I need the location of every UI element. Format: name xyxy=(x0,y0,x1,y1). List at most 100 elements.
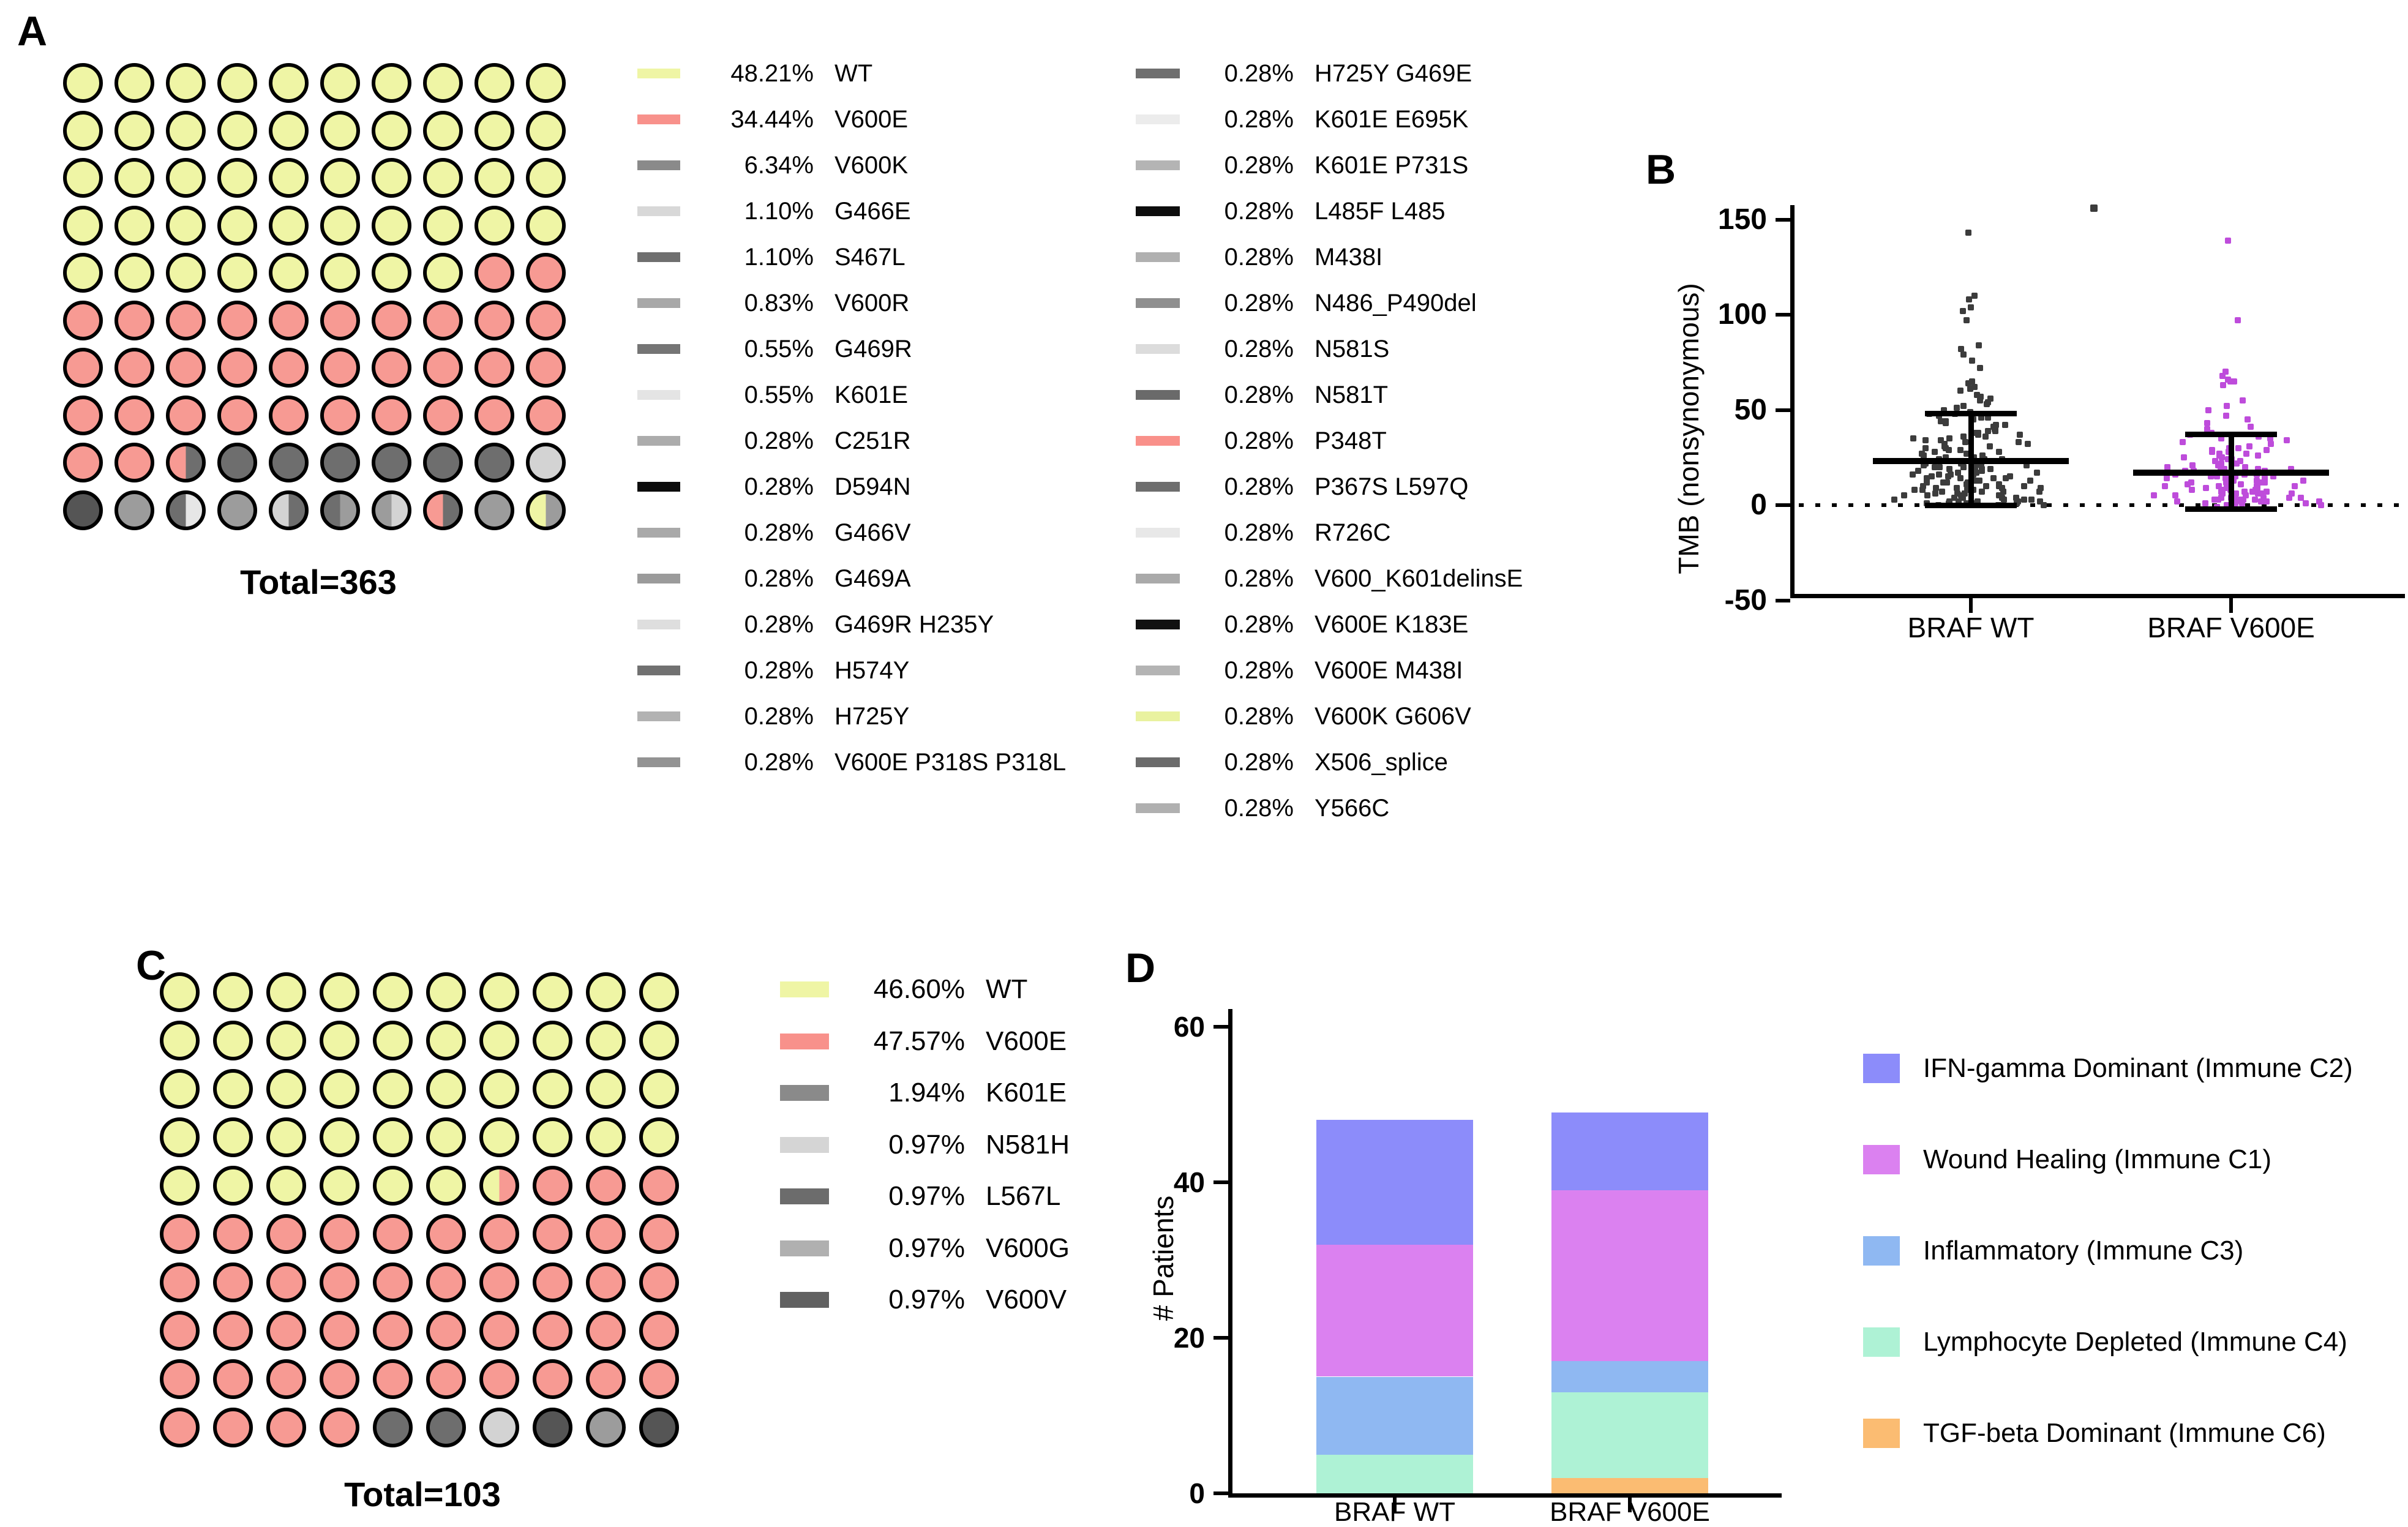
b-y-tick xyxy=(1776,217,1790,222)
scatter-point xyxy=(1962,439,1969,446)
grid-cell xyxy=(213,1166,253,1206)
legend-swatch xyxy=(637,666,680,675)
grid-cell xyxy=(63,300,103,340)
legend-pct: 0.28% xyxy=(1224,381,1294,408)
legend-pct: 0.28% xyxy=(1224,519,1294,546)
grid-cell xyxy=(269,158,309,198)
legend-label: H725Y G469E xyxy=(1315,59,1472,87)
scatter-point xyxy=(1978,414,1985,421)
grid-cell xyxy=(217,253,257,293)
legend-label: V600E xyxy=(986,1026,1067,1056)
grid-cell xyxy=(474,490,514,530)
scatter-point xyxy=(1922,437,1929,444)
legend-swatch xyxy=(1136,757,1180,767)
error-bar-cap-top xyxy=(1925,411,2017,417)
grid-cell xyxy=(320,1117,359,1157)
grid-cell xyxy=(586,1359,626,1399)
scatter-point xyxy=(1924,479,1930,486)
scatter-point xyxy=(1936,471,1943,478)
scatter-point xyxy=(2001,422,2008,429)
scatter-point xyxy=(2232,500,2239,506)
grid-cell xyxy=(423,158,463,198)
grid-cell xyxy=(266,1214,306,1254)
scatter-point xyxy=(2240,496,2247,503)
grid-cell xyxy=(266,1262,306,1302)
legend-swatch xyxy=(637,757,680,767)
legend-pct: 0.28% xyxy=(1224,427,1294,454)
legend-swatch xyxy=(1136,298,1180,308)
grid-cell xyxy=(166,205,206,246)
scatter-point xyxy=(1957,388,1964,394)
grid-cell xyxy=(269,300,309,340)
grid-cell xyxy=(213,1021,253,1060)
scatter-point xyxy=(2174,498,2180,505)
grid-cell xyxy=(373,1117,413,1157)
legend-item: 1.10%S467L xyxy=(637,242,906,272)
legend-swatch xyxy=(1136,711,1180,721)
grid-cell xyxy=(63,253,103,293)
scatter-point xyxy=(2286,494,2293,501)
grid-cell xyxy=(114,490,154,530)
legend-pct: 0.97% xyxy=(888,1232,965,1263)
grid-cell xyxy=(479,1262,519,1302)
grid-cell xyxy=(266,1311,306,1351)
scatter-point xyxy=(1954,490,1961,497)
grid-cell xyxy=(533,1408,572,1447)
panel-label-b: B xyxy=(1646,146,1677,193)
legend-pct: 0.83% xyxy=(744,289,814,317)
d-y-tick xyxy=(1213,1491,1228,1495)
legend-item: 0.97%L567L xyxy=(780,1181,1060,1211)
scatter-point xyxy=(2222,412,2229,419)
scatter-point xyxy=(2179,439,2186,446)
legend-item: 1.10%G466E xyxy=(637,197,911,226)
legend-pct: 0.97% xyxy=(888,1285,965,1315)
scatter-point xyxy=(1986,443,1993,449)
legend-label: V600K G606V xyxy=(1315,702,1471,730)
scatter-point xyxy=(1928,473,1935,480)
grid-cell xyxy=(320,348,360,388)
grid-cell xyxy=(320,972,359,1012)
grid-cell xyxy=(160,1359,200,1399)
scatter-point xyxy=(2164,463,2170,470)
grid-cell xyxy=(479,1021,519,1060)
scatter-point xyxy=(2202,500,2208,506)
b-category-braf-wt: BRAF WT xyxy=(1907,612,2035,643)
legend-item: 0.28%H574Y xyxy=(637,656,909,685)
grid-cell xyxy=(639,1117,679,1157)
scatter-point xyxy=(1920,452,1927,459)
grid-cell xyxy=(320,63,360,103)
legend-swatch xyxy=(1863,1327,1900,1357)
scatter-point xyxy=(2203,485,2210,491)
b-y-tick-label: 0 xyxy=(1750,489,1767,521)
legend-label: D594N xyxy=(835,473,911,500)
legend-label: N486_P490del xyxy=(1315,289,1477,317)
grid-cell xyxy=(373,1359,413,1399)
grid-cell xyxy=(474,443,514,482)
legend-label: H574Y xyxy=(835,656,910,684)
scatter-point xyxy=(2256,479,2263,486)
legend-pct: 6.34% xyxy=(744,151,814,179)
scatter-point xyxy=(2016,439,2022,446)
grid-cell xyxy=(479,1214,519,1254)
scatter-point xyxy=(1960,403,1967,410)
error-bar-cap-bottom xyxy=(1925,502,2017,508)
grid-cell xyxy=(373,972,413,1012)
legend-item: 0.28%V600E K183E xyxy=(1136,610,1468,639)
grid-cell xyxy=(269,395,309,435)
legend-label: V600E K183E xyxy=(1315,610,1469,638)
grid-cell xyxy=(372,205,411,246)
scatter-point xyxy=(1946,446,1952,453)
legend-pct: 0.28% xyxy=(1224,656,1294,684)
grid-cell xyxy=(266,1069,306,1109)
grid-cell xyxy=(373,1166,413,1206)
grid-cell xyxy=(372,348,411,388)
grid-cell xyxy=(426,1166,466,1206)
grid-cell xyxy=(639,1408,679,1447)
legend-label: L485F L485 xyxy=(1315,197,1446,225)
legend-item: 0.28%M438I xyxy=(1136,242,1382,272)
scatter-point xyxy=(1965,296,1972,303)
legend-pct: 0.28% xyxy=(1224,748,1294,776)
d-x-tick xyxy=(1393,1498,1397,1512)
legend-label: N581H xyxy=(986,1129,1070,1160)
legend-swatch xyxy=(1136,344,1180,354)
